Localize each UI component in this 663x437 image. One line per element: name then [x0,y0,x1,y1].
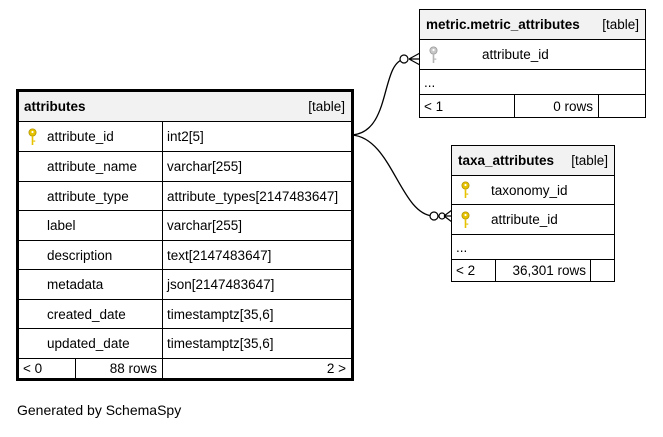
table-row: attribute_id [452,204,614,234]
relation-crowfoot-metric [408,52,421,66]
column-name: updated_date [47,336,130,351]
more-columns-ellipsis: ... [424,74,436,90]
table-row: label varchar[255] [19,210,351,240]
column-type: int2[5] [162,122,204,151]
table-row: attribute_id [420,39,645,69]
column-type: varchar[255] [162,211,242,240]
relation-line-metric [351,58,406,136]
relation-optional-marker-taxa [429,211,439,221]
table-header: metric.metric_attributes [table] [420,10,645,39]
column-type: timestamptz[35,6] [162,300,274,328]
row-count: 88 rows [75,359,162,378]
column-name: description [47,247,113,263]
table-kind-label: [table] [308,99,345,114]
table-metric-attributes[interactable]: metric.metric_attributes [table] attribu… [419,9,646,118]
table-row: created_date timestamptz[35,6] [19,299,351,328]
children-count-empty [590,260,614,281]
table-row: attribute_name varchar[255] [19,151,351,181]
table-name: taxa_attributes [458,153,555,168]
table-row: attribute_id int2[5] [19,121,351,151]
relation-crowfoot-taxa [443,209,453,223]
table-row: taxonomy_id [452,175,614,204]
table-taxa-attributes[interactable]: taxa_attributes [table] taxonomy_id attr… [451,145,615,282]
foreign-key-icon [429,46,438,63]
table-footer: < 1 0 rows [420,94,645,117]
parents-count: < 2 [456,263,476,278]
column-type: text[2147483647] [162,241,271,269]
column-name: attribute_id [482,47,549,62]
children-count: 2 > [162,359,351,378]
table-ellipsis-row: ... [452,234,614,259]
relation-optional-marker-metric [399,54,409,64]
parents-count: < 0 [23,361,43,376]
column-name: created_date [47,306,126,322]
table-row: attribute_type attribute_types[214748364… [19,181,351,210]
table-header: taxa_attributes [table] [452,146,614,175]
row-count: 36,301 rows [495,260,590,281]
column-name: attribute_id [491,212,558,227]
table-name: attributes [24,99,86,114]
primary-key-icon [461,211,470,228]
column-type: varchar[255] [162,152,242,181]
generator-caption: Generated by SchemaSpy [17,402,182,418]
table-ellipsis-row: ... [420,69,645,94]
column-name: label [47,218,76,233]
more-columns-ellipsis: ... [456,239,468,255]
primary-key-icon [28,128,37,145]
table-kind-label: [table] [602,17,639,32]
relation-line-taxa [351,134,434,217]
table-attributes[interactable]: attributes [table] attribute_id int2[5] … [16,89,354,381]
table-row: metadata json[2147483647] [19,269,351,299]
table-footer: < 0 88 rows 2 > [19,358,351,378]
table-kind-label: [table] [571,153,608,168]
row-count: 0 rows [514,95,598,117]
primary-key-icon [461,181,470,198]
table-row: updated_date timestamptz[35,6] [19,328,351,358]
column-type: attribute_types[2147483647] [162,182,338,210]
column-type: timestamptz[35,6] [162,329,274,358]
column-type: json[2147483647] [162,270,274,299]
table-footer: < 2 36,301 rows [452,259,614,281]
column-name: metadata [47,277,104,292]
table-row: description text[2147483647] [19,240,351,269]
table-header: attributes [table] [19,92,351,121]
table-name: metric.metric_attributes [426,17,580,32]
column-name: attribute_type [47,188,129,204]
children-count-empty [598,95,645,117]
column-name: attribute_id [47,129,114,144]
column-name: taxonomy_id [491,182,568,198]
column-name: attribute_name [47,159,138,174]
parents-count: < 1 [424,98,444,114]
